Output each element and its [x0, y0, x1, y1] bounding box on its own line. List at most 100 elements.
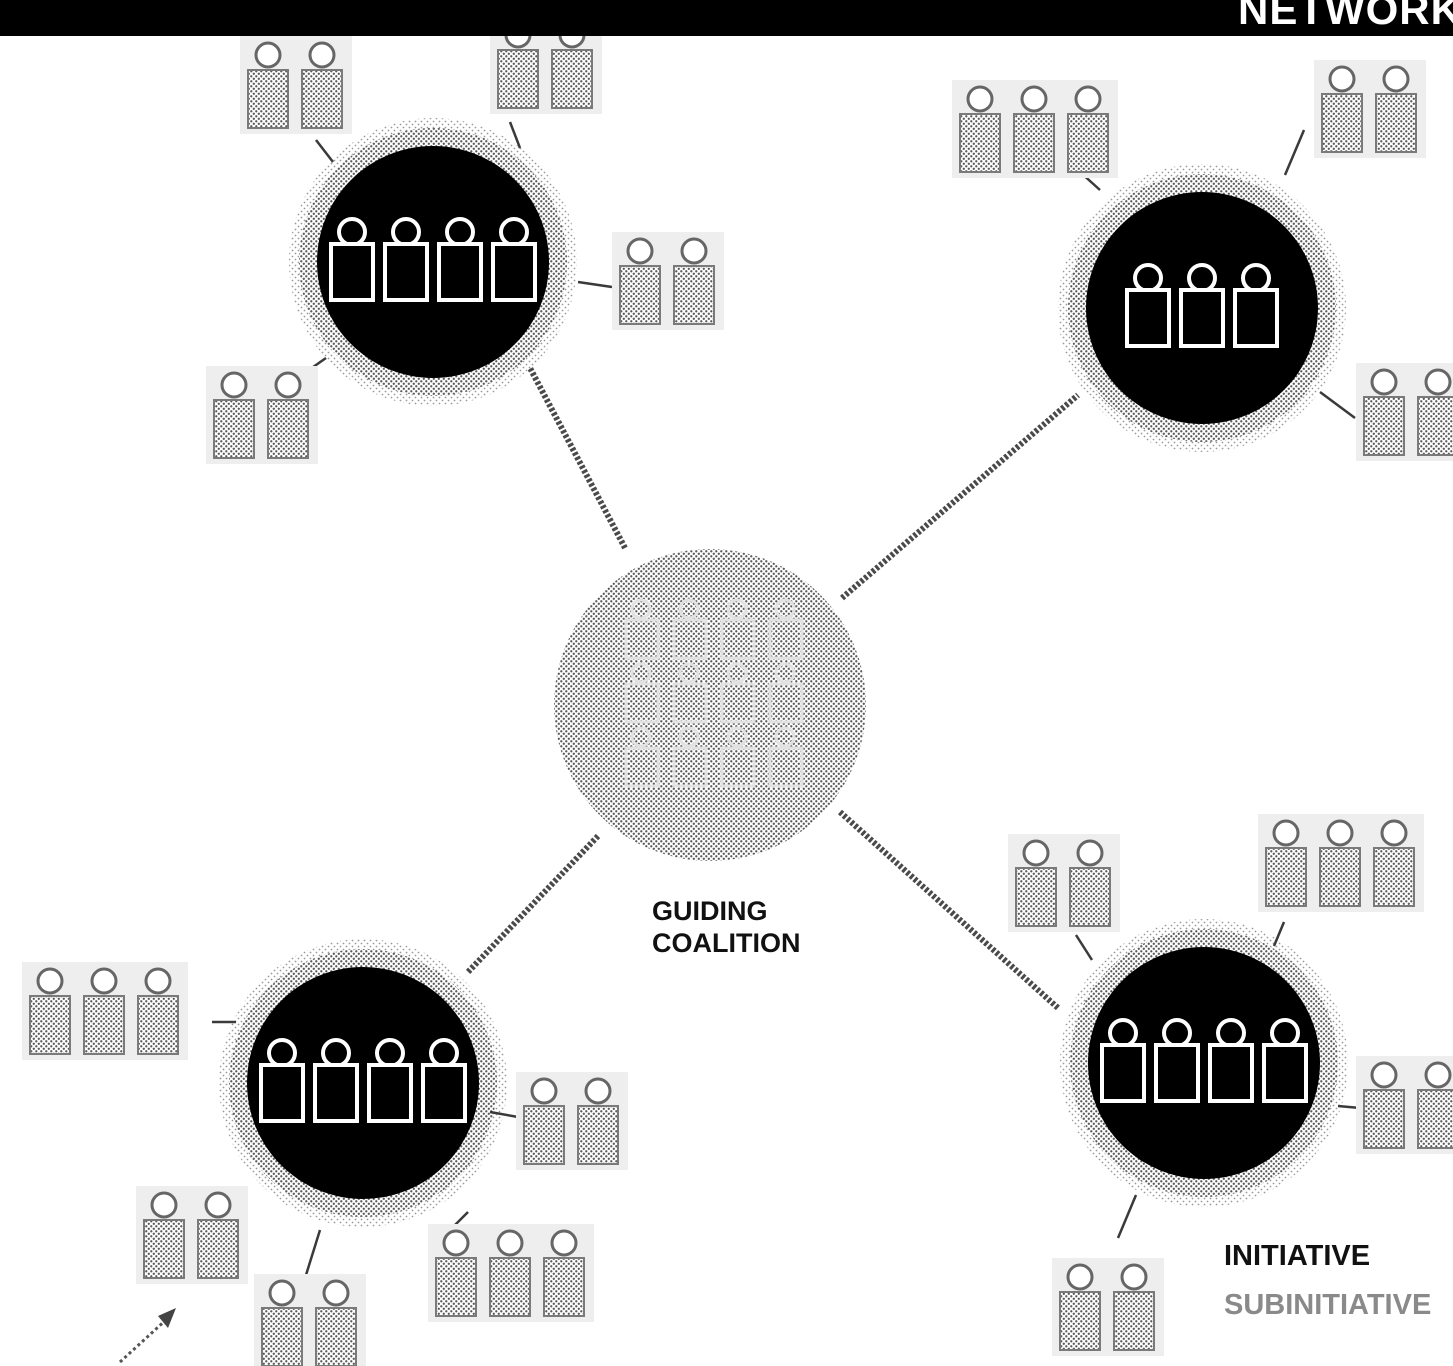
subinitiative-connector-line [1319, 390, 1356, 420]
legend-initiative-label: INITIATIVE [1224, 1240, 1371, 1272]
subinitiative-group [612, 232, 724, 330]
subinitiative-group [1258, 814, 1424, 912]
subinitiative-connector-line [489, 1110, 519, 1119]
subteam-member-icon [1321, 65, 1363, 153]
coalition-connector-line [840, 392, 1080, 601]
subinitiative-group [490, 36, 602, 114]
coalition-member-body-icon [624, 746, 660, 788]
subinitiative-connector-line [508, 121, 522, 149]
coalition-member-body-icon [720, 746, 756, 788]
subteam-member-icon [543, 1229, 585, 1317]
subteam-member-icon [497, 36, 539, 109]
subteam-member-icon [213, 371, 255, 459]
team-member-icon [1262, 1018, 1308, 1103]
coalition-member-body-icon [768, 682, 804, 724]
subteam-member-icon [267, 371, 309, 459]
subteam-member-icon [1059, 1263, 1101, 1351]
coalition-member-head-icon [774, 726, 796, 748]
legend-subinitiative-label: SUBINITIATIVE [1224, 1289, 1432, 1321]
subinitiative-connector-line [1272, 921, 1286, 947]
subteam-member-icon [1067, 85, 1109, 173]
subinitiative-connector-line [315, 139, 334, 163]
guiding-coalition-label: GUIDING COALITION [652, 898, 801, 957]
subteam-member-icon [1363, 1061, 1405, 1149]
team-member-icon [259, 1038, 305, 1123]
coalition-member-head-icon [678, 662, 700, 684]
subteam-member-icon [315, 1279, 357, 1366]
subinitiative-connector-line [577, 280, 613, 289]
subteam-member-icon [523, 1077, 565, 1165]
subteam-member-icon [247, 41, 289, 129]
coalition-member-head-icon [678, 598, 700, 620]
team-member-icon [1233, 263, 1279, 348]
coalition-member-head-icon [726, 662, 748, 684]
subteam-member-icon [1069, 839, 1111, 927]
subinitiative-connector-line [304, 1229, 322, 1276]
coalition-member-body-icon [624, 618, 660, 660]
initiative-hubs [219, 118, 1348, 1227]
initiative-hub-top-right [1058, 164, 1346, 452]
team-member-icon [367, 1038, 413, 1123]
subinitiative-groups [22, 36, 1453, 1366]
subteam-member-icon [29, 967, 71, 1055]
team-member-icon [1179, 263, 1225, 348]
subteam-member-icon [551, 36, 593, 109]
coalition-member-head-icon [630, 662, 652, 684]
coalition-member-body-icon [672, 618, 708, 660]
team-member-icon [329, 217, 375, 302]
subinitiative-group [516, 1072, 628, 1170]
team-member-icon [1208, 1018, 1254, 1103]
subteam-member-icon [143, 1191, 185, 1279]
coalition-connector-line [837, 809, 1061, 1011]
coalition-member-body-icon [720, 682, 756, 724]
team-member-icon [437, 217, 483, 302]
subteam-member-icon [435, 1229, 477, 1317]
guiding-label-line1: GUIDING [652, 896, 768, 926]
coalition-member-head-icon [678, 726, 700, 748]
team-member-icon [421, 1038, 467, 1123]
subinitiative-connector-line [1074, 934, 1094, 961]
subinitiative-group [254, 1274, 366, 1366]
guiding-label-line2: COALITION [652, 928, 801, 958]
subteam-member-icon [197, 1191, 239, 1279]
subinitiative-group [428, 1224, 594, 1322]
subinitiative-group [952, 80, 1118, 178]
network-diagram [22, 36, 1453, 1366]
guiding-coalition-circle [554, 549, 866, 861]
subinitiative-connector-line [1283, 129, 1306, 176]
subinitiative-group [1008, 834, 1120, 932]
coalition-member-body-icon [672, 746, 708, 788]
subteam-member-icon [1363, 368, 1405, 456]
subteam-member-icon [261, 1279, 303, 1366]
coalition-member-body-icon [624, 682, 660, 724]
initiative-hub-bottom-right [1060, 919, 1348, 1207]
subteam-member-icon [137, 967, 179, 1055]
arrow-icon [118, 1308, 176, 1364]
subinitiative-group [136, 1186, 248, 1284]
subinitiative-group [22, 962, 188, 1060]
subinitiative-group [206, 366, 318, 464]
team-member-icon [313, 1038, 359, 1123]
subteam-member-icon [959, 85, 1001, 173]
subteam-member-icon [1417, 1061, 1453, 1149]
subteam-member-icon [1113, 1263, 1155, 1351]
diagram-title: NETWORK [1238, 0, 1453, 33]
initiative-hub-bottom-left [219, 939, 507, 1227]
coalition-connector-line [465, 833, 601, 975]
subinitiative-connector-line [1116, 1194, 1138, 1239]
coalition-member-head-icon [630, 726, 652, 748]
team-member-icon [491, 217, 537, 302]
subinitiative-group [1052, 1258, 1164, 1356]
subinitiative-group [240, 36, 352, 134]
subinitiative-group [1356, 1056, 1453, 1154]
coalition-member-head-icon [630, 598, 652, 620]
team-member-icon [1154, 1018, 1200, 1103]
subteam-member-icon [1013, 85, 1055, 173]
coalition-member-head-icon [774, 598, 796, 620]
subteam-member-icon [1265, 819, 1307, 907]
connector-lines [465, 366, 1080, 1011]
subteam-member-icon [619, 237, 661, 325]
coalition-member-head-icon [774, 662, 796, 684]
subteam-member-icon [1417, 368, 1453, 456]
title-bar: NETWORK [0, 0, 1453, 36]
